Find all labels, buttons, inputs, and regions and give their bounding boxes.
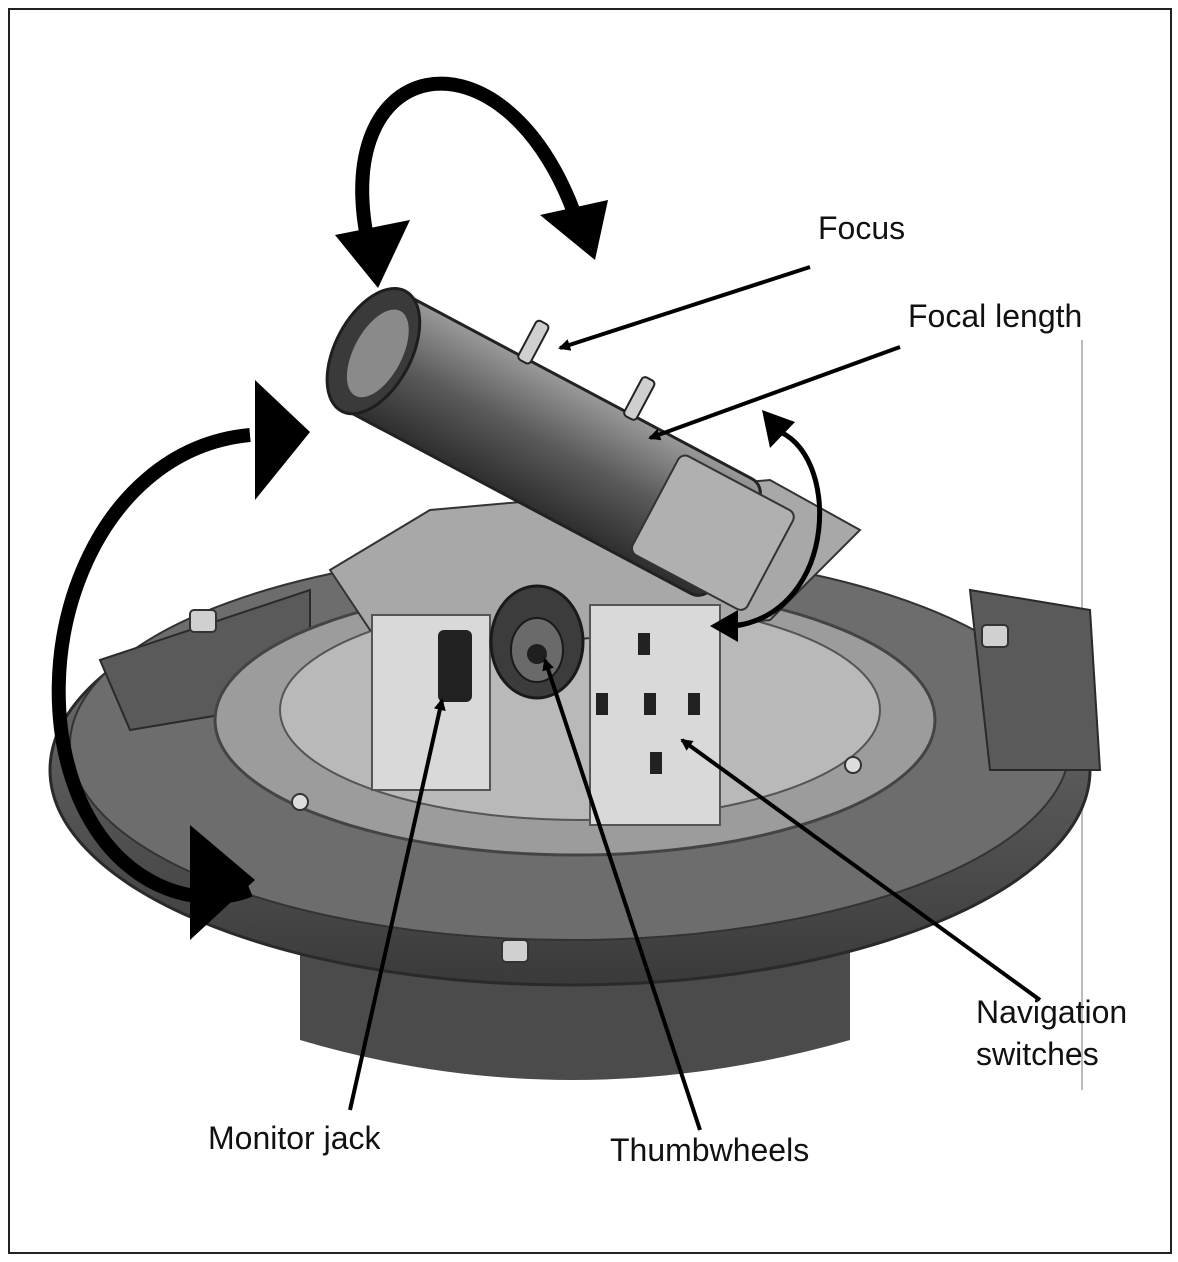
ring-hole-right: [844, 756, 862, 774]
nav-switch-up: [638, 633, 650, 655]
navigation-switches-label-line2: switches: [976, 1036, 1099, 1072]
focal-length-label: Focal length: [908, 298, 1083, 334]
tilt-arrow: [355, 76, 587, 272]
screw-bottom: [501, 939, 529, 963]
lens-assembly: [325, 286, 795, 611]
thumbwheel-assembly: [489, 584, 585, 700]
tilt-arrow-head-left: [335, 220, 410, 288]
nav-switch-center: [644, 693, 656, 715]
camera-body: [631, 454, 795, 611]
focus-label: Focus: [818, 210, 906, 246]
navigation-switches-leader-line: [680, 738, 1042, 1002]
lens-glass: [346, 309, 409, 398]
rotate-arrow-head-top: [762, 410, 795, 448]
dome-base-housing: [48, 549, 1102, 1080]
rotate-arrow: [734, 427, 823, 629]
ring-hole-left: [291, 793, 309, 811]
screw-left: [189, 609, 217, 633]
nav-switch-left: [596, 693, 608, 715]
monitor-jack-leader-line: [348, 698, 446, 1111]
thumbwheels-label: Thumbwheels: [610, 1132, 810, 1168]
thumbwheel-hub: [527, 644, 547, 664]
focal-length-leader-line: [648, 345, 901, 441]
monitor-panel: [371, 614, 491, 791]
focal-length-pin: [623, 376, 656, 421]
monitor-jack-connector: [438, 630, 472, 702]
pan-arrow-head-top: [255, 380, 310, 500]
thumbwheels-leader-line: [542, 658, 702, 1131]
monitor-jack-label: Monitor jack: [208, 1120, 381, 1156]
rotate-arrow-head-bottom: [710, 610, 738, 642]
nav-switch-right: [688, 693, 700, 715]
right-mounting-tab: [968, 588, 1102, 771]
pan-arrow-head-bottom: [190, 825, 255, 940]
camera-illustration: [48, 76, 1102, 1131]
pan-arrow: [51, 428, 253, 905]
screw-right: [981, 624, 1009, 648]
nav-switch-down: [650, 752, 662, 774]
navigation-switches-label-line1: Navigation: [976, 994, 1128, 1030]
tilt-arrow-head-right: [540, 200, 608, 260]
focus-pin: [517, 319, 550, 365]
figure-frame: Focus Focal length Navigation switches M…: [8, 8, 1172, 1254]
focus-leader-line: [558, 265, 811, 351]
